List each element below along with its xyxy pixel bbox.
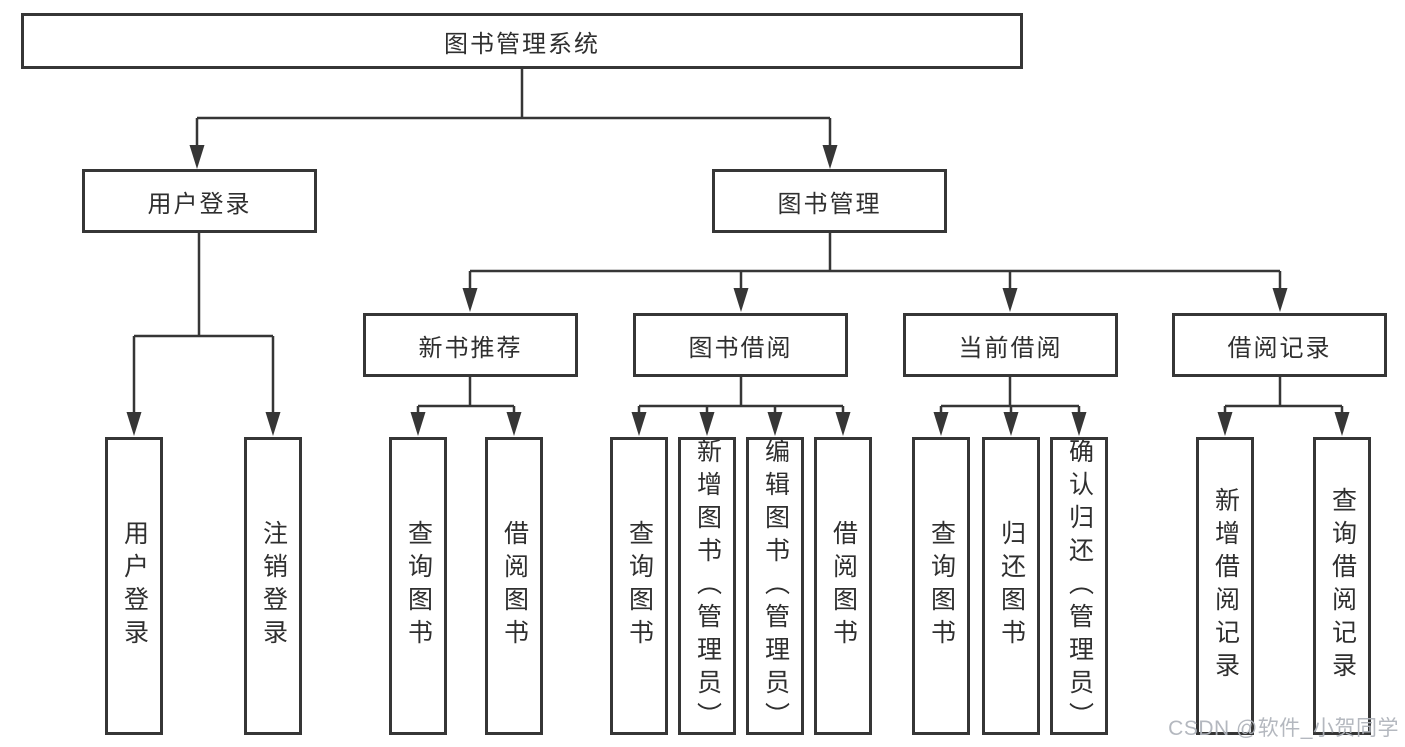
arrowhead-icon: [1272, 288, 1288, 312]
node-label: 注销登录: [259, 520, 288, 652]
arrowhead-icon: [410, 412, 426, 436]
arrowhead-icon: [1334, 412, 1350, 436]
node-label: 新增借阅记录: [1211, 487, 1240, 685]
arrowhead-icon: [462, 288, 478, 312]
tree-edges: [132, 69, 1344, 413]
node-label: 图书借阅: [688, 334, 793, 362]
arrowhead-icon: [506, 412, 522, 436]
arrowhead-icon: [189, 145, 205, 169]
node-new-book-recommend: 新书推荐: [363, 313, 578, 377]
csdn-watermark: CSDN @软件_小贺同学: [1168, 717, 1399, 740]
node-label: 借阅图书: [829, 520, 858, 652]
arrowhead-icon: [1217, 412, 1233, 436]
node-label: 借阅图书: [500, 520, 529, 652]
node-label: 查询借阅记录: [1328, 487, 1357, 685]
arrowheads: [126, 145, 1350, 436]
leaf-query-books-current: 查询图书: [912, 437, 970, 735]
node-current-borrowing: 当前借阅: [903, 313, 1118, 377]
node-label: 新书推荐: [418, 334, 523, 362]
leaf-add-books-admin: 新增图书（管理员）: [678, 437, 736, 735]
arrowhead-icon: [733, 288, 749, 312]
leaf-return-books: 归还图书: [982, 437, 1040, 735]
arrowhead-icon: [1003, 412, 1019, 436]
node-user-login: 用户登录: [82, 169, 317, 233]
node-book-borrowing: 图书借阅: [633, 313, 848, 377]
edge-bookmgmt-to-level3: [468, 233, 1282, 290]
edge-bookborrow-to-leaves: [637, 377, 845, 413]
leaf-edit-books-admin: 编辑图书（管理员）: [746, 437, 804, 735]
arrowhead-icon: [631, 412, 647, 436]
node-label: 查询图书: [625, 520, 654, 652]
arrowhead-icon: [835, 412, 851, 436]
edge-borrowrecords-to-leaves: [1223, 377, 1344, 413]
arrowhead-icon: [265, 412, 281, 436]
node-label: 查询图书: [404, 520, 433, 652]
arrowhead-icon: [767, 412, 783, 436]
node-label: 当前借阅: [958, 334, 1063, 362]
leaf-query-books-recommend: 查询图书: [389, 437, 447, 735]
node-label: 借阅记录: [1227, 334, 1332, 362]
leaf-confirm-return-admin: 确认归还（管理员）: [1050, 437, 1108, 735]
node-label: 查询图书: [927, 520, 956, 652]
arrowhead-icon: [822, 145, 838, 169]
arrowhead-icon: [126, 412, 142, 436]
leaf-borrow-books-recommend: 借阅图书: [485, 437, 543, 735]
leaf-add-borrow-record: 新增借阅记录: [1196, 437, 1254, 735]
node-label: 确认归还（管理员）: [1065, 437, 1094, 735]
arrowhead-icon: [1002, 288, 1018, 312]
arrowhead-icon: [699, 412, 715, 436]
leaf-borrow-books: 借阅图书: [814, 437, 872, 735]
leaf-user-login: 用户登录: [105, 437, 163, 735]
node-label: 新增图书（管理员）: [693, 437, 722, 735]
leaf-query-books-borrow: 查询图书: [610, 437, 668, 735]
node-label: 用户登录: [147, 190, 252, 218]
node-book-management: 图书管理: [712, 169, 947, 233]
arrowhead-icon: [933, 412, 949, 436]
leaf-query-borrow-record: 查询借阅记录: [1313, 437, 1371, 735]
node-borrowing-records: 借阅记录: [1172, 313, 1387, 377]
node-label: 用户登录: [120, 520, 149, 652]
node-label: 归还图书: [997, 520, 1026, 652]
edge-currentborrow-to-leaves: [939, 377, 1081, 413]
edge-newbook-to-leaves: [416, 377, 516, 413]
node-root-library-system: 图书管理系统: [21, 13, 1023, 69]
node-label: 图书管理: [777, 190, 882, 218]
arrowhead-icon: [1071, 412, 1087, 436]
node-label: 图书管理系统: [444, 30, 600, 58]
edge-root-to-level2: [195, 69, 832, 146]
node-label: 编辑图书（管理员）: [761, 437, 790, 735]
edge-userlogin-to-leaves: [132, 233, 275, 413]
leaf-logout-login: 注销登录: [244, 437, 302, 735]
